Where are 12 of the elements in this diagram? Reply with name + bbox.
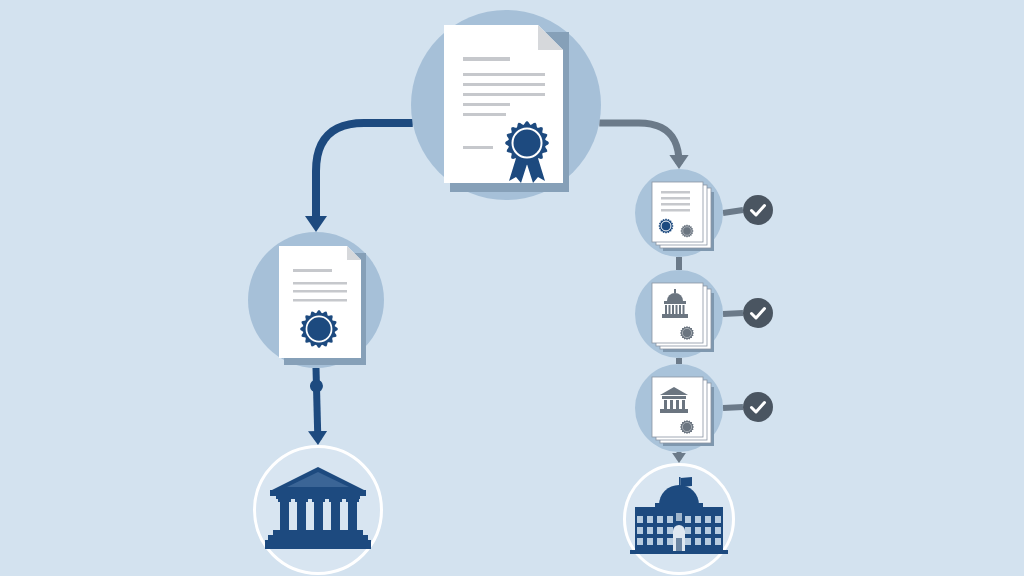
connector-line — [676, 358, 682, 364]
arrow — [308, 367, 328, 445]
check-icon — [743, 392, 773, 422]
arrow — [599, 119, 689, 169]
arrow — [305, 119, 413, 232]
arrow — [672, 452, 686, 463]
connector-line — [722, 207, 744, 216]
check-icon — [743, 195, 773, 225]
connector-line — [722, 404, 744, 411]
connector-line — [676, 257, 682, 270]
check-icon — [743, 298, 773, 328]
connector-line — [722, 310, 744, 317]
